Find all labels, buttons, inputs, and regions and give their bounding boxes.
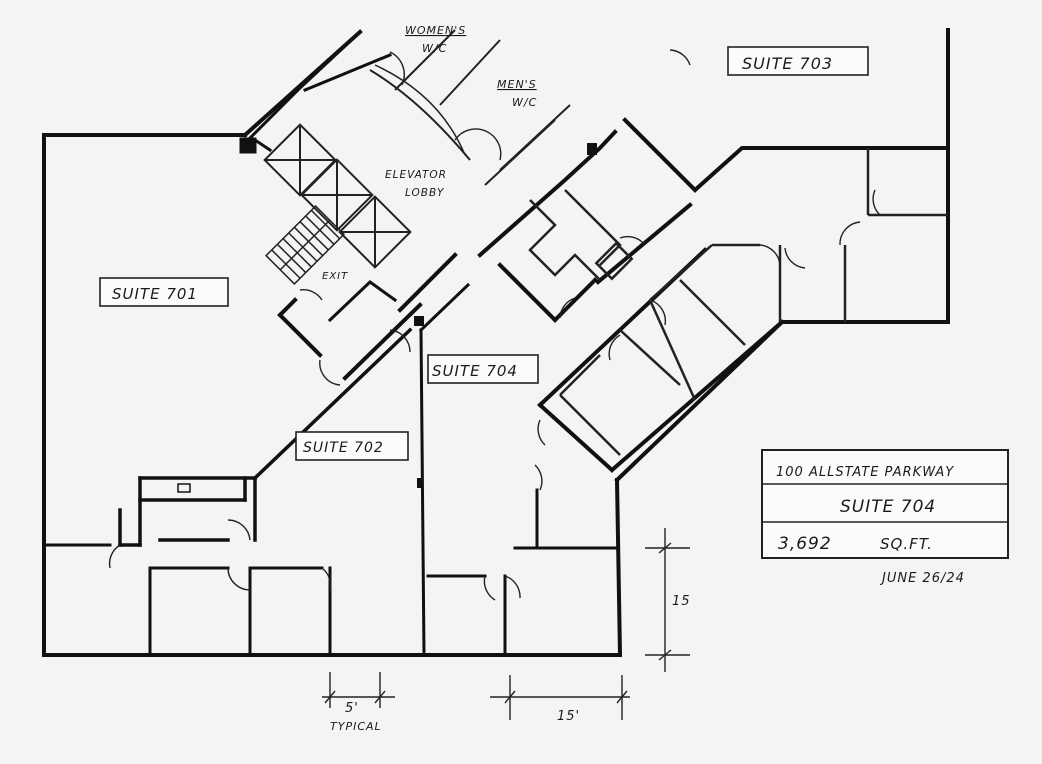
suite-703-label: SUITE 703 xyxy=(727,46,869,76)
dimension-fifteen-horizontal xyxy=(490,675,630,720)
dimension-fifteen-vertical xyxy=(645,528,690,672)
elevator-shafts xyxy=(263,123,412,269)
exit-label: EXIT xyxy=(322,271,348,282)
lobby-label: LOBBY xyxy=(405,187,445,199)
suite-702-label: SUITE 702 xyxy=(295,431,409,461)
dimension-typical: TYPICAL xyxy=(330,720,382,733)
womens-wc-label: W/C xyxy=(422,42,447,55)
title-area-unit: SQ.FT. xyxy=(880,535,933,553)
mens-label: MEN'S xyxy=(497,78,537,91)
dimension-five-typical xyxy=(322,672,395,708)
dimension-five: 5' xyxy=(345,701,359,716)
dimension-fifteen-h: 15' xyxy=(557,709,580,724)
stair xyxy=(265,205,345,285)
suite-704-label: SUITE 704 xyxy=(427,354,539,384)
svg-text:SUITE 703: SUITE 703 xyxy=(742,54,833,73)
suite-703-offices xyxy=(559,148,948,456)
womens-label: WOMEN'S xyxy=(405,24,466,37)
door-swings xyxy=(108,49,881,601)
svg-text:SUITE 704: SUITE 704 xyxy=(432,362,518,380)
title-date: JUNE 26/24 xyxy=(879,571,965,586)
dimension-fifteen-v: 15 xyxy=(672,594,691,609)
svg-text:SUITE 701: SUITE 701 xyxy=(112,285,198,303)
svg-text:SUITE 702: SUITE 702 xyxy=(303,440,384,456)
elevator-core xyxy=(239,29,398,323)
column-markers xyxy=(177,143,597,493)
title-address: 100 ALLSTATE PARKWAY xyxy=(776,465,954,480)
corridor-small-rooms xyxy=(528,189,634,281)
mens-wc-label: W/C xyxy=(512,96,537,109)
title-area-value: 3,692 xyxy=(778,534,832,554)
washroom-walls xyxy=(369,29,571,186)
suite-701-label: SUITE 701 xyxy=(99,277,229,307)
title-block: 100 ALLSTATE PARKWAY SUITE 704 3,692 SQ.… xyxy=(761,449,1009,559)
corridor-walls xyxy=(277,117,785,473)
bottom-offices xyxy=(42,488,617,657)
title-suite: SUITE 704 xyxy=(840,497,936,517)
suite-702-walls xyxy=(118,327,413,547)
elevator-label: ELEVATOR xyxy=(385,169,447,181)
exterior-walls xyxy=(42,28,950,658)
suite-704-walls xyxy=(418,282,471,657)
